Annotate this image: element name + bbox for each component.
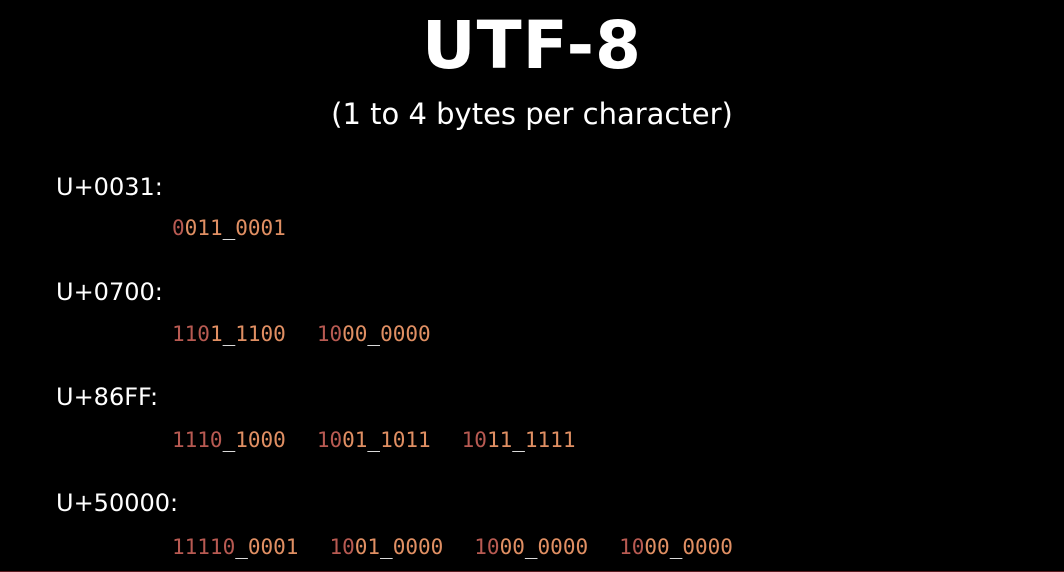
byte-payload-low-bits: 1011: [380, 428, 431, 452]
utf8-byte: 1110_1000: [172, 426, 286, 454]
byte-payload-high-bits: 01: [342, 428, 368, 452]
byte-payload-low-bits: 1100: [235, 322, 286, 346]
byte-prefix-bits: 10: [316, 322, 343, 346]
utf8-byte: 1000_0000: [619, 533, 733, 561]
slide-subtitle: (1 to 4 bytes per character): [331, 97, 733, 131]
byte-prefix-bits: 10: [329, 535, 355, 559]
byte-prefix-bits: 10: [619, 535, 645, 559]
codepoint-label: U+50000:: [56, 489, 179, 517]
byte-payload-low-bits: 0000: [682, 535, 733, 559]
byte-prefix-bits: 110: [172, 322, 210, 346]
byte-payload-low-bits: 1111: [524, 428, 576, 452]
utf8-byte: 1001_1011: [317, 426, 431, 454]
utf8-byte: 1000_0000: [317, 320, 431, 348]
utf8-byte: 1000_0000: [474, 533, 588, 561]
byte-separator: _: [512, 428, 525, 452]
byte-payload-low-bits: 0001: [235, 216, 286, 240]
byte-separator: _: [367, 428, 381, 452]
utf8-byte: 1101_1100: [172, 320, 286, 348]
byte-payload-low-bits: 0000: [537, 535, 589, 559]
utf8-byte: 1011_1111: [462, 426, 576, 454]
byte-separator: _: [380, 535, 393, 559]
byte-payload-high-bits: 11: [486, 428, 513, 452]
slide-title: UTF-8: [422, 7, 642, 84]
byte-prefix-bits: 10: [474, 535, 500, 559]
byte-prefix-bits: 1110: [172, 428, 223, 452]
byte-payload-high-bits: 00: [644, 535, 670, 559]
byte-prefix-bits: 10: [316, 428, 343, 452]
byte-payload-high-bits: 00: [499, 535, 525, 559]
byte-payload-low-bits: 1000: [235, 428, 286, 452]
byte-prefix-bits: 10: [461, 428, 487, 452]
byte-separator: _: [235, 535, 248, 559]
byte-payload-high-bits: 01: [354, 535, 381, 559]
byte-prefix-bits: 11110: [172, 535, 236, 559]
byte-row: 0011_0001: [172, 214, 317, 242]
byte-payload-high-bits: 011: [184, 216, 223, 240]
byte-prefix-bits: 0: [172, 216, 185, 240]
byte-separator: _: [669, 535, 683, 559]
byte-payload-high-bits: 1: [209, 322, 223, 346]
codepoint-label: U+86FF:: [56, 383, 159, 411]
byte-separator: _: [367, 322, 381, 346]
byte-separator: _: [222, 428, 236, 452]
byte-payload-high-bits: 00: [342, 322, 368, 346]
byte-payload-low-bits: 0000: [380, 322, 431, 346]
codepoint-label: U+0031:: [56, 173, 163, 201]
byte-separator: _: [222, 322, 236, 346]
byte-payload-low-bits: 0000: [392, 535, 444, 559]
utf8-byte: 1001_0000: [329, 533, 443, 561]
codepoint-label: U+0700:: [56, 278, 163, 306]
byte-separator: _: [222, 216, 236, 240]
byte-payload-low-bits: 0001: [247, 535, 299, 559]
utf8-byte: 11110_0001: [172, 533, 298, 561]
utf8-byte: 0011_0001: [172, 214, 286, 242]
byte-separator: _: [524, 535, 538, 559]
